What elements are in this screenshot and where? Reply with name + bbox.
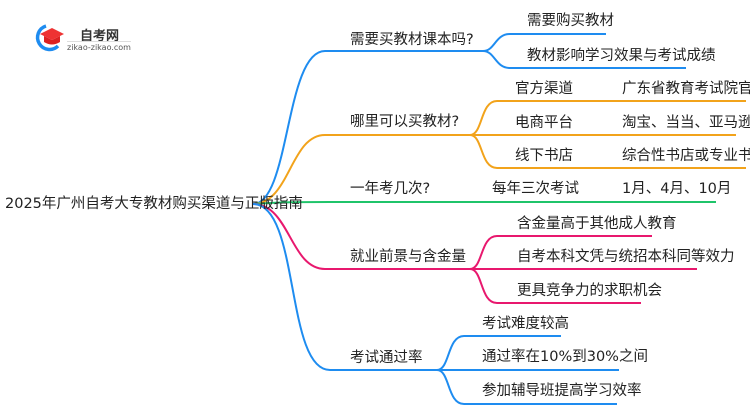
branch-2-child-2[interactable]: 电商平台 [515,115,573,131]
branch-2-child-1-detail[interactable]: 广东省教育考试院官网 [622,81,750,97]
child-line-1-1 [482,33,606,52]
branch-2-child-3[interactable]: 线下书店 [515,148,573,164]
child-line-2-1 [469,100,746,136]
logo-title: 自考网 [80,29,120,44]
branch-4-child-1[interactable]: 含金量高于其他成人教育 [517,216,677,232]
child-line-1-2 [482,50,686,69]
branch-line-4 [252,203,470,270]
graduation-cap-icon [35,24,64,52]
child-line-5-3 [436,369,617,405]
logo-url: zikao-zikao.com [67,41,131,52]
branch-3-child-1[interactable]: 每年三次考试 [492,181,579,197]
child-line-5-1 [436,335,561,371]
branch-3-child-1-detail[interactable]: 1月、4月、10月 [622,181,732,197]
branch-1-child-2[interactable]: 教材影响学习效果与考试成绩 [527,48,716,64]
branch-1-label[interactable]: 需要买教材课本吗? [350,32,474,48]
branch-2-child-3-detail[interactable]: 综合性书店或专业书店 [622,148,750,164]
branch-1-child-1[interactable]: 需要购买教材 [527,13,614,29]
branch-2-label[interactable]: 哪里可以买教材? [350,114,460,130]
branch-line-1 [252,50,483,205]
child-line-4-1 [469,235,652,270]
branch-4-label[interactable]: 就业前景与含金量 [350,249,466,265]
child-line-4-3 [469,268,641,304]
branch-4-child-2[interactable]: 自考本科文凭与统招本科同等效力 [517,249,735,265]
child-line-2-3 [469,134,746,169]
root-topic[interactable]: 2025年广州自考大专教材购买渠道与正版指南 [5,196,303,212]
branch-line-5 [252,203,437,371]
branch-line-2 [252,134,470,205]
branch-3-label[interactable]: 一年考几次? [350,181,431,197]
branch-line-3 [252,201,716,205]
branch-5-child-2[interactable]: 通过率在10%到30%之间 [482,349,648,365]
branch-5-child-1[interactable]: 考试难度较高 [482,316,569,332]
branch-2-child-1[interactable]: 官方渠道 [515,81,573,97]
branch-5-child-3[interactable]: 参加辅导班提高学习效率 [482,383,642,399]
branch-4-child-3[interactable]: 更具竞争力的求职机会 [517,283,662,299]
branch-5-label[interactable]: 考试通过率 [350,350,423,366]
branch-2-child-2-detail[interactable]: 淘宝、当当、亚马逊 [622,115,750,131]
